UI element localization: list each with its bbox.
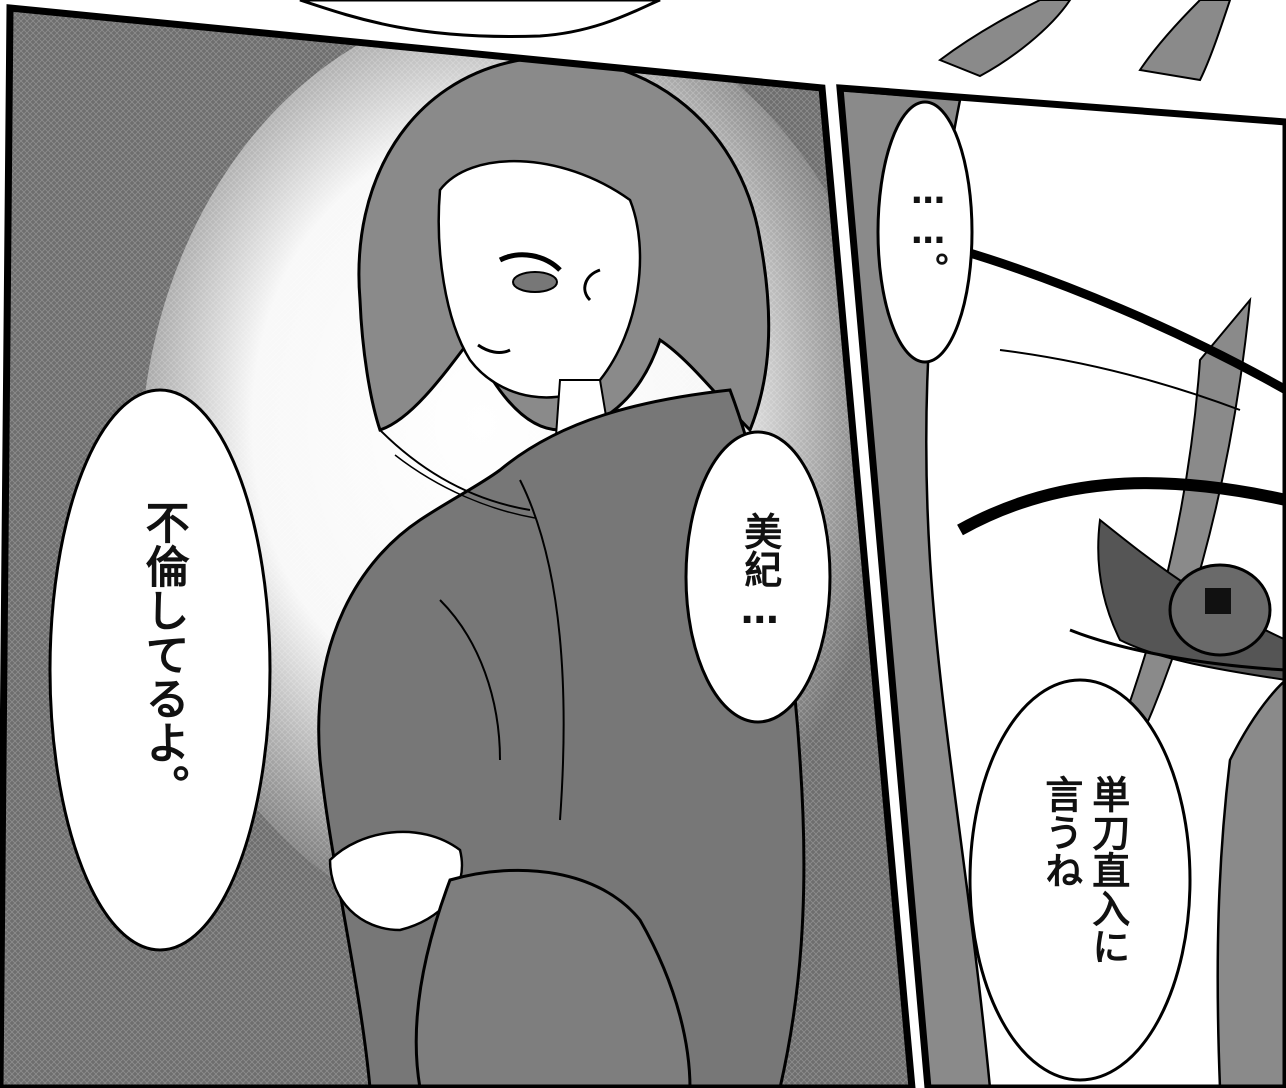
bubble-miki [684, 430, 832, 724]
bubble-blunt-text-line2: 言うね [1038, 775, 1083, 889]
bubble-blunt [968, 678, 1192, 1082]
bubble-miki-text: 美紀… [737, 512, 782, 632]
bubble-ellipsis [876, 100, 974, 364]
bubble-blunt-text-line1: 単刀直入に [1085, 775, 1130, 965]
bubble-affair [48, 388, 272, 952]
speech-bubbles [48, 100, 1192, 1082]
bubble-affair-text: 不倫してるよ。 [137, 500, 189, 808]
top-strip-art [299, 0, 1232, 82]
bubble-ellipsis-text: ……。 [908, 172, 949, 286]
